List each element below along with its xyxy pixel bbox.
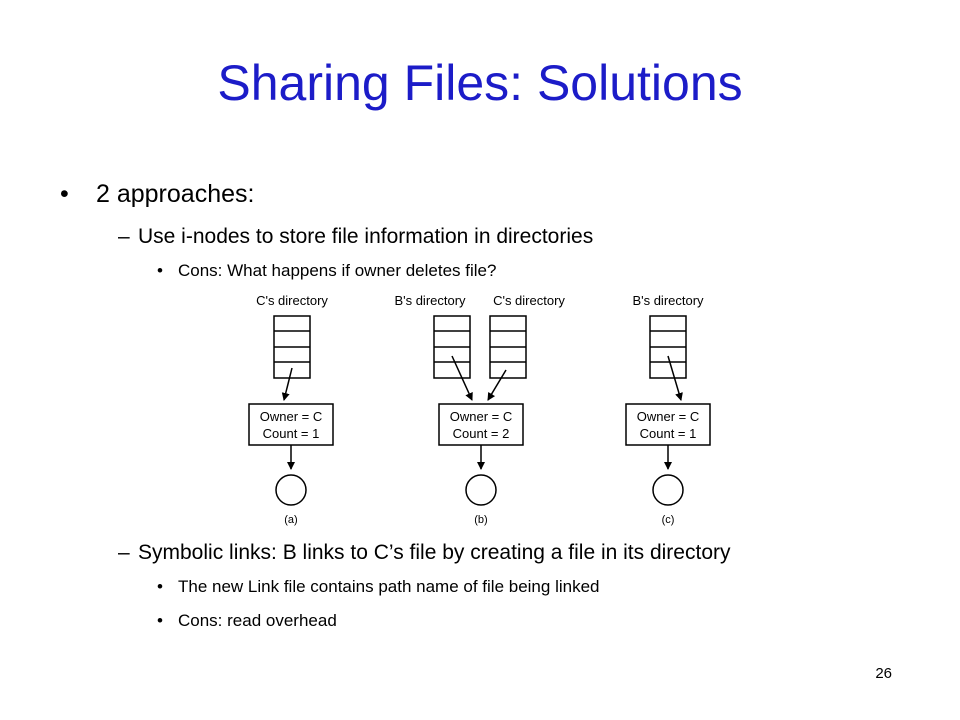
directory-arrow: [487, 369, 507, 401]
bullet-read-overhead: Cons: read overhead: [178, 611, 337, 630]
bullet-marker: •: [157, 611, 163, 630]
bullet-inodes-cons: Cons: What happens if owner deletes file…: [178, 261, 497, 280]
file-circle: [275, 474, 307, 506]
diagram-panel-b: B's directory C's directory Owner = C Co…: [394, 293, 565, 526]
directory-label: B's directory: [632, 293, 704, 308]
panel-caption: (c): [662, 514, 675, 526]
directory-label: C's directory: [493, 293, 565, 308]
slide-title: Sharing Files: Solutions: [217, 55, 743, 111]
dash-marker: –: [118, 541, 130, 564]
count-label: Count = 1: [263, 426, 320, 441]
owner-label: Owner = C: [637, 409, 700, 424]
bullet-marker: •: [157, 577, 163, 596]
directory-arrow: [281, 367, 293, 401]
directory-arrow: [667, 355, 683, 401]
count-label: Count = 2: [453, 426, 510, 441]
owner-label: Owner = C: [260, 409, 323, 424]
bullet-approaches: 2 approaches:: [96, 180, 255, 208]
directory-table: [433, 315, 471, 379]
diagram-panel-a: C's directory Owner = C Count = 1 (a): [248, 293, 334, 526]
owner-label: Owner = C: [450, 409, 513, 424]
directory-table: [649, 315, 687, 379]
bullet-marker: •: [157, 261, 163, 280]
directory-arrow: [451, 355, 473, 401]
bullet-marker: •: [60, 180, 69, 208]
dash-marker: –: [118, 225, 130, 248]
bullet-symbolic-links: Symbolic links: B links to C’s file by c…: [138, 541, 731, 564]
panel-caption: (b): [474, 514, 487, 526]
page-number: 26: [875, 665, 892, 682]
bullet-inodes: Use i-nodes to store file information in…: [138, 225, 594, 248]
directory-label: B's directory: [394, 293, 466, 308]
panel-caption: (a): [284, 514, 297, 526]
count-label: Count = 1: [640, 426, 697, 441]
file-circle: [465, 474, 497, 506]
directory-table: [489, 315, 527, 379]
diagram-panel-c: B's directory Owner = C Count = 1 (c): [625, 293, 711, 526]
directory-table: [273, 315, 311, 379]
bullet-link-file: The new Link file contains path name of …: [178, 577, 600, 596]
directory-label: C's directory: [256, 293, 328, 308]
file-circle: [652, 474, 684, 506]
